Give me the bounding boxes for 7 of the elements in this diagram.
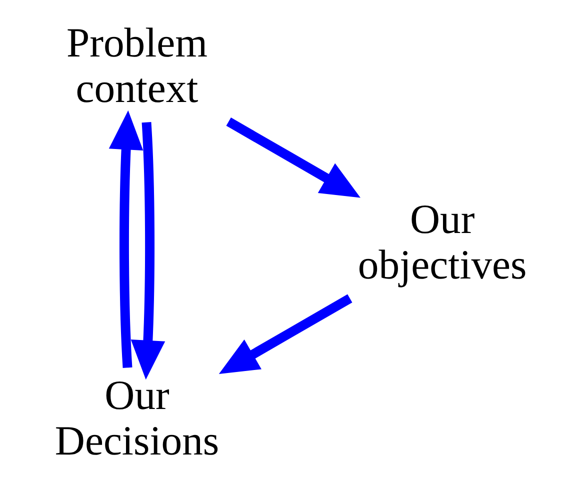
node-text: Our Decisions	[54, 373, 219, 465]
arrow	[226, 118, 360, 198]
arrow	[108, 110, 143, 368]
arrow	[218, 294, 352, 374]
node-text: Problem context	[66, 20, 208, 112]
arrow	[130, 122, 165, 380]
node-text: Our objectives	[357, 196, 526, 288]
